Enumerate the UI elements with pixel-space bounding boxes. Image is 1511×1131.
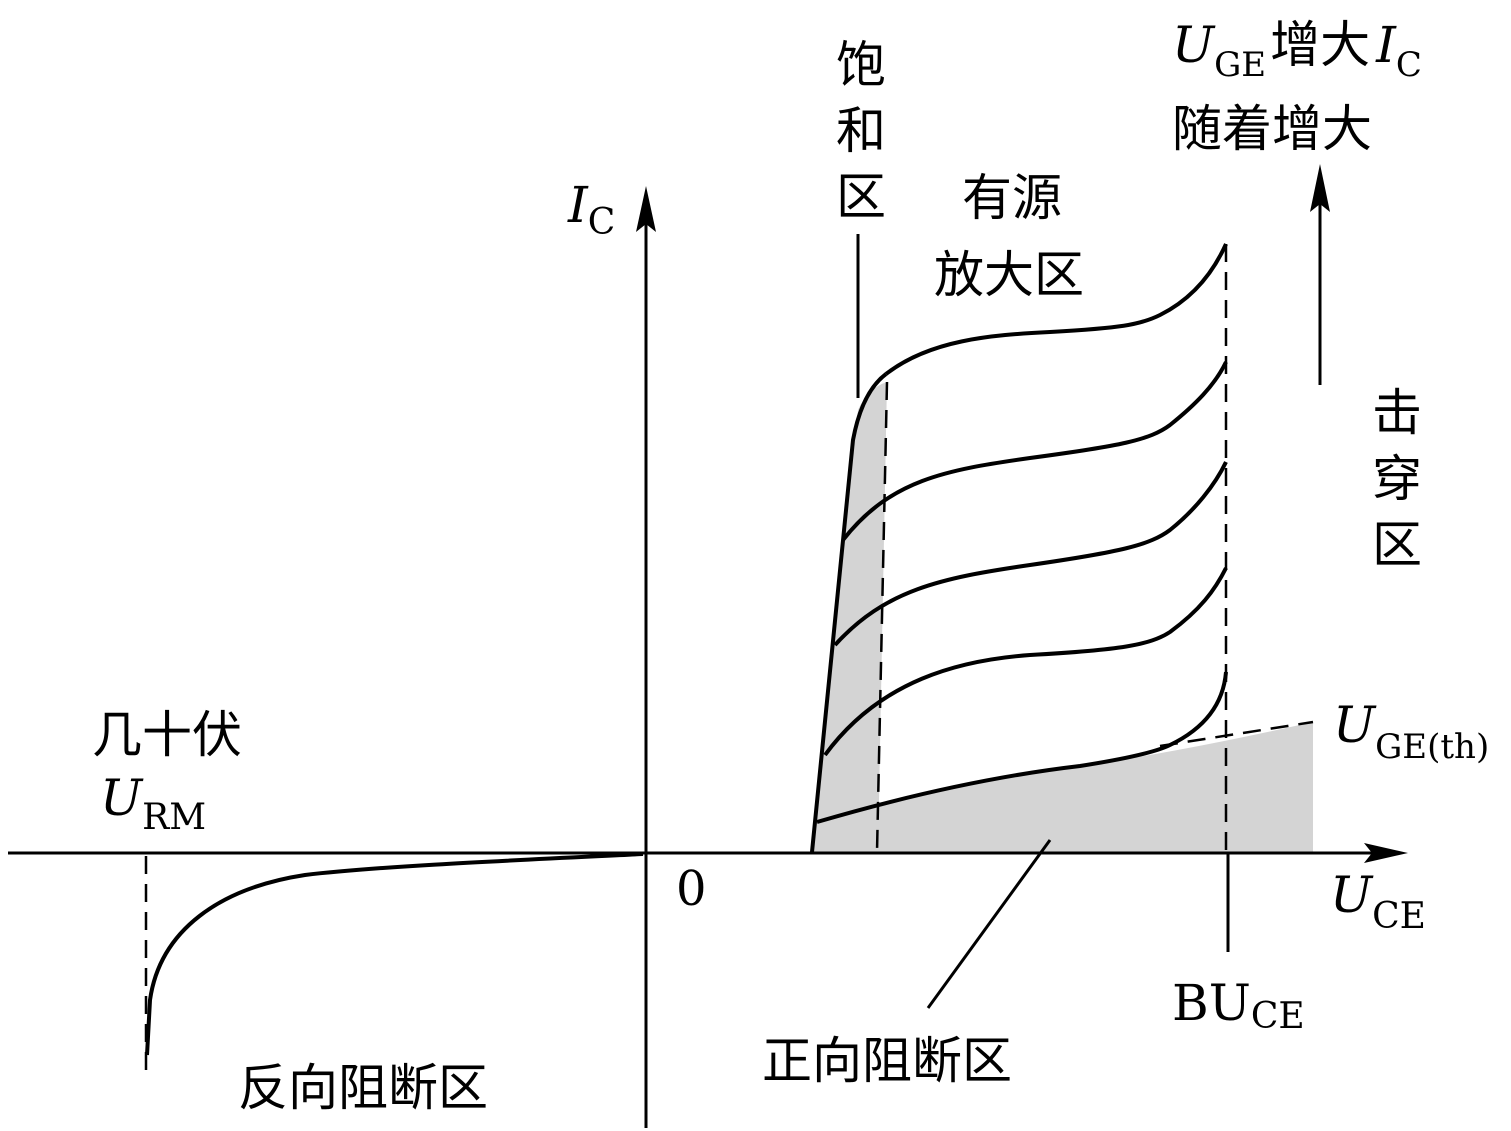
origin-label: 0 xyxy=(676,861,707,917)
saturation-region-char-1: 饱 xyxy=(836,36,886,94)
saturation-boundary-curve xyxy=(810,372,888,853)
reverse-voltage-note: 几十伏 xyxy=(92,706,242,764)
breakdown-region-char-3: 区 xyxy=(1372,516,1422,574)
threshold-voltage-label: UGE(th) xyxy=(1333,696,1489,767)
forward-block-leader-line xyxy=(926,839,1052,1009)
breakdown-voltage-label: BUCE xyxy=(1172,974,1305,1037)
saturation-region-char-2: 和 xyxy=(836,102,886,160)
output-curve-uge-4 xyxy=(841,361,1228,542)
threshold-dashed-line xyxy=(1159,720,1314,748)
active-region-label-line1: 有源 xyxy=(962,169,1062,227)
breakdown-region-char-2: 穿 xyxy=(1372,450,1422,508)
urm-label: URM xyxy=(100,769,206,838)
reverse-blocking-region-label: 反向阻断区 xyxy=(238,1059,488,1117)
y-axis-arrowhead xyxy=(636,186,656,232)
uge-increase-note-line2: 随着增大 xyxy=(1172,100,1372,158)
forward-blocking-region-label: 正向阻断区 xyxy=(762,1032,1012,1090)
output-curve-uge-5 xyxy=(884,243,1228,376)
saturation-dashed-line xyxy=(875,381,889,853)
uge-increase-arrowhead xyxy=(1310,164,1330,212)
active-region-label-line2: 放大区 xyxy=(934,246,1084,304)
reverse-characteristic-curve xyxy=(145,852,644,1056)
saturation-shaded-area xyxy=(812,382,887,852)
y-axis-label: IC xyxy=(567,176,615,243)
output-curve-uge-2 xyxy=(823,567,1228,757)
x-axis-label: UCE xyxy=(1330,866,1426,937)
forward-blocking-shaded-area xyxy=(812,722,1313,852)
saturation-region-char-3: 区 xyxy=(836,168,886,226)
x-axis-arrowhead xyxy=(1364,843,1408,863)
output-curve-uge-1 xyxy=(816,671,1228,824)
output-curve-uge-3 xyxy=(833,461,1228,647)
breakdown-region-char-1: 击 xyxy=(1372,384,1422,442)
